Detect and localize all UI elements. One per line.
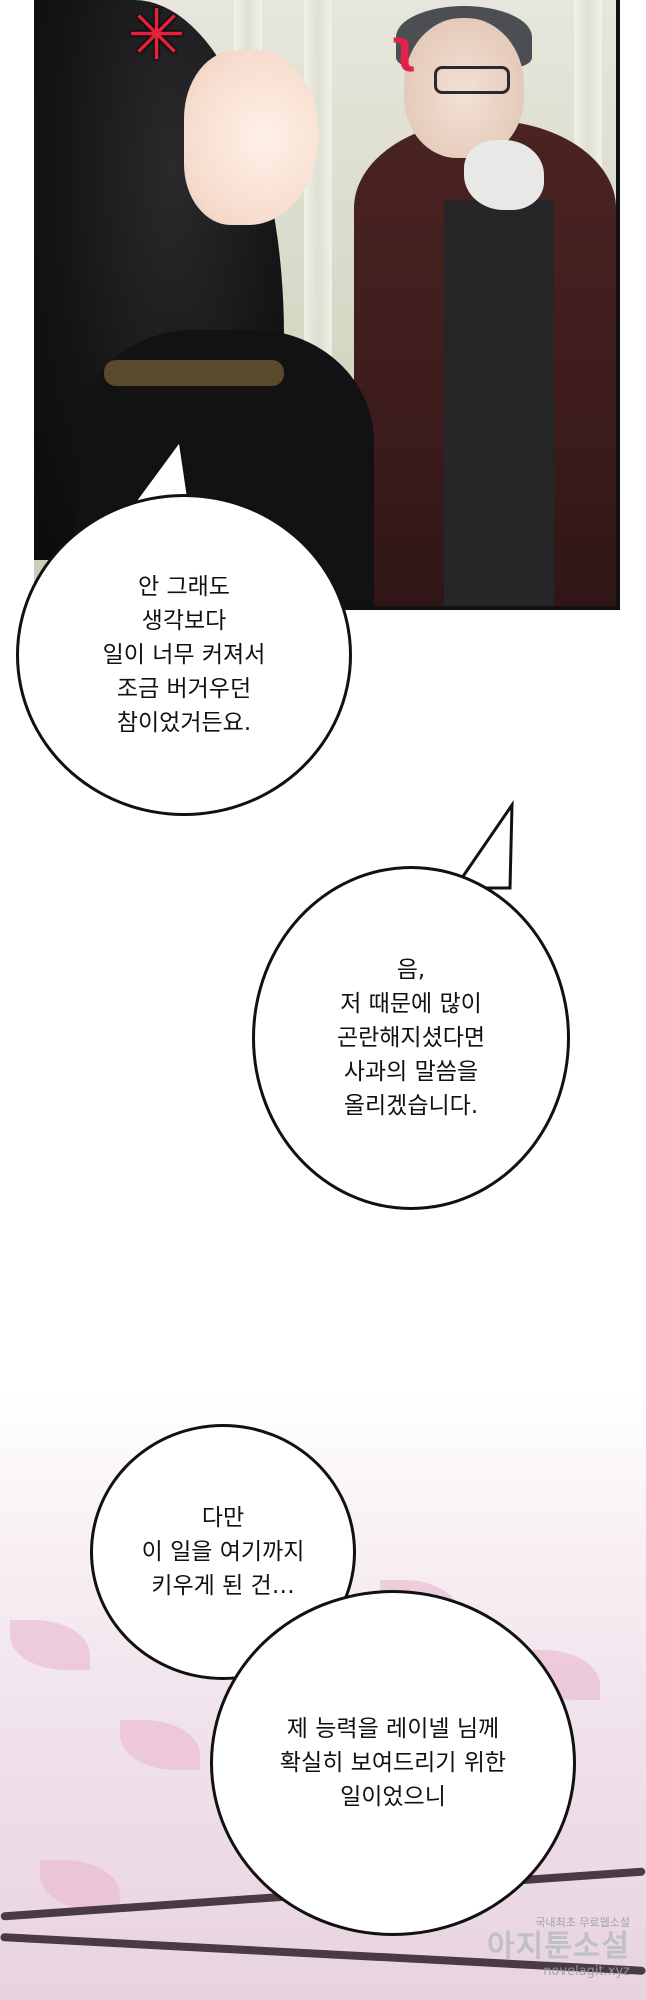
speech-bubble-1: 안 그래도 생각보다 일이 너무 커져서 조금 버거우던 참이었거든요.: [16, 494, 352, 816]
butler-glasses: [434, 66, 510, 94]
background-leaf: [40, 1860, 120, 1910]
speech-bubble-3-text: 다만 이 일을 여기까지 키우게 된 건…: [141, 1505, 305, 1599]
butler-vest: [444, 200, 554, 606]
woman-face: [184, 50, 319, 225]
speech-bubble-2-text: 음, 저 때문에 많이 곤란해지셨다면 사과의 말씀을 올리겠습니다.: [336, 957, 486, 1119]
watermark-line-2: 아지툰소설: [487, 1929, 630, 1964]
speech-bubble-4: 제 능력을 레이넬 님께 확실히 보여드리기 위한 일이었으니: [210, 1590, 576, 1936]
butler-glove: [464, 140, 544, 210]
speech-bubble-3: 다만 이 일을 여기까지 키우게 된 건…: [90, 1424, 356, 1680]
speech-bubble-1-text: 안 그래도 생각보다 일이 너무 커져서 조금 버거우던 참이었거든요.: [102, 574, 266, 736]
speech-bubble-4-text: 제 능력을 레이넬 님께 확실히 보여드리기 위한 일이었으니: [279, 1716, 507, 1810]
watermark-line-1: 국내최초 무료웹소설: [535, 1916, 630, 1929]
background-leaf: [120, 1720, 200, 1770]
surprise-mark-icon: ʅ: [390, 22, 417, 73]
background-leaf: [10, 1620, 90, 1670]
anger-mark-icon: ✳: [127, 0, 186, 76]
watermark: 국내최초 무료웹소설 아지툰소설 novelagit.xyz: [430, 1916, 630, 1986]
watermark-line-3: novelagit.xyz: [543, 1964, 630, 1979]
woman-dress-trim: [104, 360, 284, 386]
top-panel: ✳ ʅ: [34, 0, 620, 610]
speech-bubble-2: 음, 저 때문에 많이 곤란해지셨다면 사과의 말씀을 올리겠습니다.: [252, 866, 570, 1210]
